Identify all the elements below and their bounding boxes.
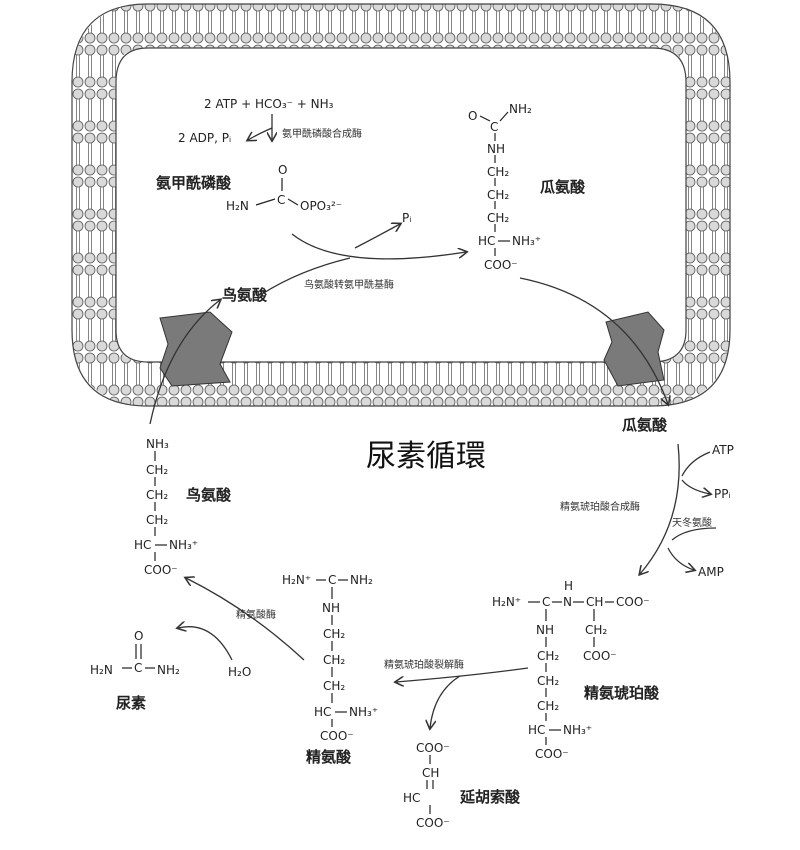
ornithine-nh3: NH₃ (146, 437, 169, 451)
fumarate-ch: CH (422, 766, 439, 780)
cps-adp-branch (248, 127, 273, 140)
amp-out-arrow (667, 547, 694, 570)
argsucc-ch2: CH₂ (585, 623, 607, 637)
arginine-ch2-a: CH₂ (323, 627, 345, 641)
argininosuccinate-name: 精氨琥珀酸 (584, 684, 660, 702)
citrulline-hc: HC (478, 234, 495, 248)
arginine-nh: NH (322, 601, 340, 615)
ornithine-hc: HC (134, 538, 151, 552)
citrulline-cyto-name: 瓜氨酸 (622, 416, 668, 434)
argsucc-coo-3: COO⁻ (535, 747, 569, 761)
ornithine-ch2-b: CH₂ (146, 488, 168, 502)
cp-carbon: C (277, 193, 285, 207)
atp-label: ATP (712, 443, 734, 457)
urea-nh2: NH₂ (157, 663, 180, 677)
argsucc-ch2-a: CH₂ (537, 649, 559, 663)
ornithine-nh3-plus: NH₃⁺ (169, 538, 198, 552)
citrulline-mito-name: 瓜氨酸 (540, 178, 586, 196)
otc-main-arrow (291, 233, 466, 260)
citrulline-oxygen: O (468, 109, 477, 123)
urea-oxygen: O (134, 629, 143, 643)
ornithine-to-otc-arrow (261, 257, 351, 295)
arginine-c: C (328, 573, 336, 587)
ornithine-ch2-c: CH₂ (146, 513, 168, 527)
argsucc-h2n: H₂N⁺ (492, 595, 521, 609)
citrulline-transporter (603, 311, 665, 387)
enzyme-ass-label: 精氨琥珀酸合成酶 (560, 500, 640, 513)
urea-carbon: C (134, 661, 142, 675)
arginine-nh3: NH₃⁺ (349, 705, 378, 719)
arginine-nh2: NH₂ (350, 573, 373, 587)
fumarate-out-arrow (430, 675, 461, 728)
citrulline-ch2-c: CH₂ (487, 211, 509, 225)
citrulline-nh2: NH₂ (509, 102, 532, 116)
pi-product: Pᵢ (402, 211, 411, 225)
arginase-main-arrow (186, 578, 305, 661)
arginine-name: 精氨酸 (306, 748, 352, 766)
arginine-hc: HC (314, 705, 331, 719)
argsucc-n: N (563, 595, 572, 609)
argsucc-ch2-c: CH₂ (537, 699, 559, 713)
citrulline-nh3: NH₃⁺ (512, 234, 541, 248)
arginine-coo: COO⁻ (320, 729, 354, 743)
argsucc-nh: NH (536, 623, 554, 637)
arginine-ch2-c: CH₂ (323, 679, 345, 693)
aspartate-label: 天冬氨酸 (672, 516, 712, 529)
fumarate-hc: HC (403, 791, 420, 805)
argsucc-ch2-b: CH₂ (537, 674, 559, 688)
ppi-label: PPᵢ (714, 487, 731, 501)
cp-oxygen: O (278, 163, 287, 177)
fumarate-coo-1: COO⁻ (416, 741, 450, 755)
ornithine-coo: COO⁻ (144, 563, 178, 577)
otc-pi-arrow (354, 224, 400, 249)
cps-reaction-input: 2 ATP + HCO₃⁻ + NH₃ (204, 97, 334, 111)
ppi-out-arrow (681, 479, 710, 494)
ornithine-ch2-a: CH₂ (146, 463, 168, 477)
ornithine-mito-name: 鸟氨酸 (222, 286, 268, 304)
ass-main-arrow (640, 443, 680, 574)
carbamoyl-phosphate-name: 氨甲酰磷酸 (156, 174, 232, 192)
argsucc-coo-1: COO⁻ (616, 595, 650, 609)
arginine-h2n: H₂N⁺ (282, 573, 311, 587)
argsucc-coo-2: COO⁻ (583, 649, 617, 663)
diagram-title: 尿素循環 (366, 439, 486, 474)
enzyme-otc-label: 鸟氨酸转氨甲酰基酶 (304, 278, 394, 291)
citrulline-coo: COO⁻ (484, 258, 518, 272)
argsucc-hc: HC (528, 723, 545, 737)
ornithine-cyto-name: 鸟氨酸 (186, 486, 232, 504)
citrulline-ch2-b: CH₂ (487, 188, 509, 202)
arginine-ch2-b: CH₂ (323, 653, 345, 667)
asl-main-arrow (396, 667, 529, 682)
ornithine-import-arrow (149, 300, 220, 425)
urea-out-arrow (178, 627, 233, 661)
atp-in-arrow (681, 451, 711, 477)
ornithine-transporter (159, 311, 233, 387)
enzyme-arginase-label: 精氨酸酶 (236, 608, 276, 621)
enzyme-asl-label: 精氨琥珀酸裂解酶 (384, 658, 464, 671)
argsucc-c: C (542, 595, 550, 609)
amp-label: AMP (698, 565, 724, 579)
citrulline-export-arrow (519, 277, 668, 404)
argsucc-h: H (564, 579, 573, 593)
enzyme-cps-label: 氨甲酰磷酸合成酶 (282, 127, 362, 140)
cp-amine: H₂N (226, 199, 249, 213)
argsucc-ch: CH (586, 595, 603, 609)
argsucc-nh3: NH₃⁺ (563, 723, 592, 737)
cp-phosphate: OPO₃²⁻ (300, 199, 342, 213)
fumarate-coo-2: COO⁻ (416, 816, 450, 830)
citrulline-carbon: C (490, 120, 498, 134)
water-label: H₂O (228, 665, 251, 679)
fumarate-name: 延胡索酸 (459, 788, 521, 806)
citrulline-nh: NH (487, 142, 505, 156)
citrulline-ch2-a: CH₂ (487, 165, 509, 179)
cps-reaction-output: 2 ADP, Pᵢ (178, 131, 231, 145)
aspartate-in-arrow (671, 527, 717, 541)
urea-name: 尿素 (116, 694, 146, 712)
urea-h2n: H₂N (90, 663, 113, 677)
